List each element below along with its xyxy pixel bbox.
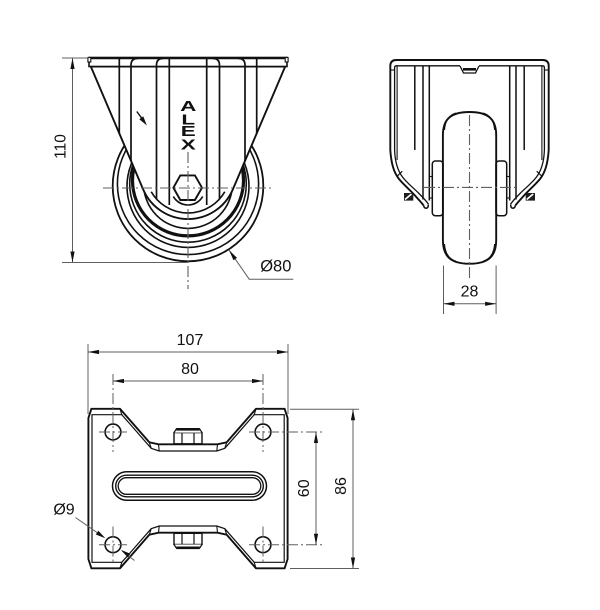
svg-text:L: L xyxy=(181,112,195,128)
svg-text:110: 110 xyxy=(53,134,70,159)
svg-text:X: X xyxy=(181,137,196,153)
svg-text:Ø80: Ø80 xyxy=(260,258,291,276)
svg-text:107: 107 xyxy=(177,332,204,349)
svg-text:Ø9: Ø9 xyxy=(53,502,74,519)
svg-text:60: 60 xyxy=(296,479,313,497)
svg-text:E: E xyxy=(181,124,196,140)
svg-text:86: 86 xyxy=(333,477,350,495)
svg-text:28: 28 xyxy=(461,284,479,301)
svg-text:A: A xyxy=(180,98,196,114)
svg-text:80: 80 xyxy=(181,361,199,378)
